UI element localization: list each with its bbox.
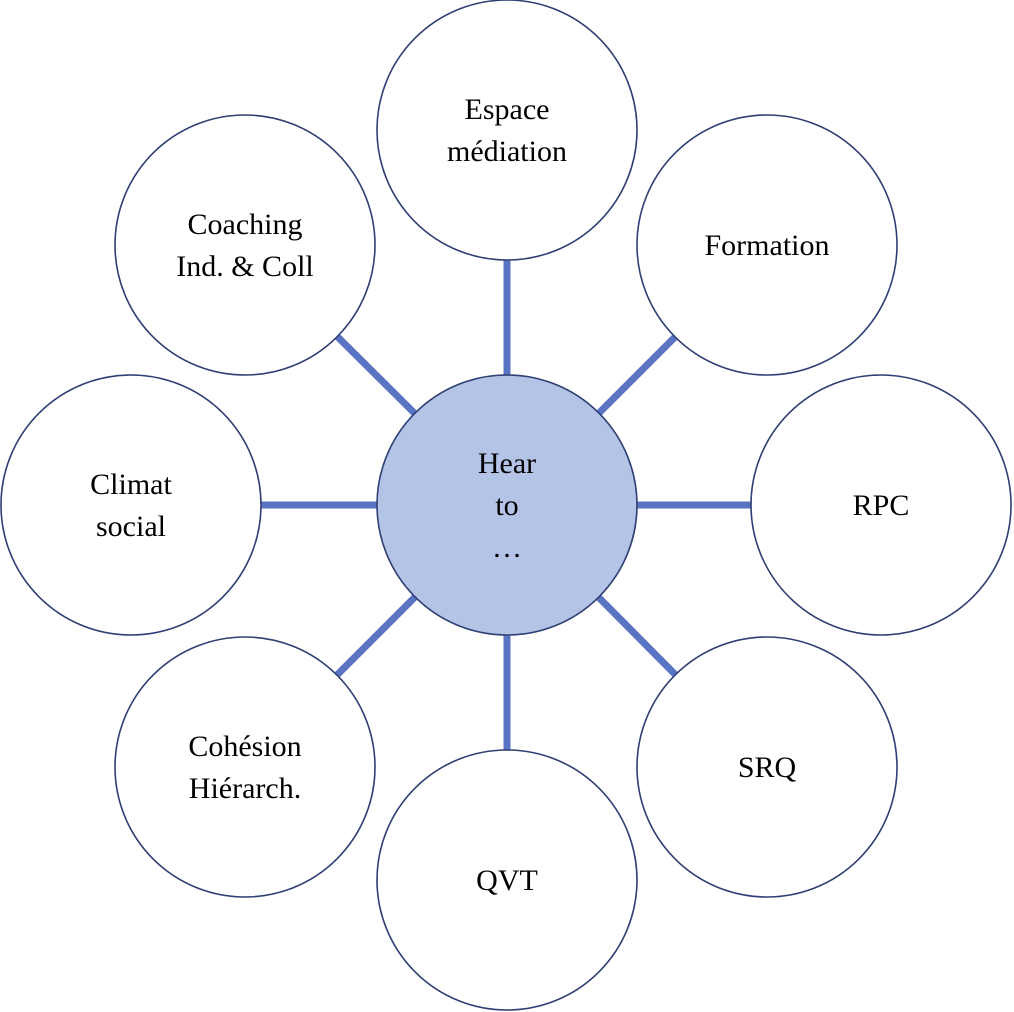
- center-circle: [376, 374, 638, 636]
- center-label-line-2: to: [495, 489, 518, 522]
- center-label-line-3: …: [492, 531, 522, 564]
- connector-cohesion-hierarch: [333, 593, 419, 679]
- node-circle-qvt: [376, 749, 638, 1011]
- node-label-espace-mediation-line-2: médiation: [447, 135, 567, 168]
- center-label-line-1: Hear: [478, 447, 536, 480]
- node-label-cohesion-hierarch-line-1: Cohésion: [188, 730, 301, 763]
- node-label-rpc-line-1: RPC: [853, 489, 910, 522]
- node-circle-espace-mediation: [376, 0, 638, 261]
- node-label-formation-line-1: Formation: [705, 229, 830, 262]
- node-qvt: QVT: [376, 749, 638, 1011]
- node-label-climat-social-line-1: Climat: [90, 468, 172, 501]
- node-rpc: RPC: [750, 374, 1012, 636]
- node-label-climat-social-line-2: social: [96, 510, 166, 543]
- node-srq: SRQ: [636, 636, 898, 898]
- node-label-espace-mediation-line-1: Espace: [465, 93, 550, 126]
- connector-formation: [595, 333, 679, 417]
- node-circle-coaching: [114, 114, 376, 376]
- node-formation: Formation: [636, 114, 898, 376]
- node-espace-mediation: Espace médiation: [376, 0, 638, 261]
- connector-srq: [594, 593, 680, 679]
- node-label-coaching-line-1: Coaching: [188, 208, 303, 241]
- node-circle-srq: [636, 636, 898, 898]
- node-circle-formation: [636, 114, 898, 376]
- node-circle-rpc: [750, 374, 1012, 636]
- node-label-cohesion-hierarch-line-2: Hiérarch.: [189, 772, 301, 805]
- node-circle-cohesion-hierarch: [114, 636, 376, 898]
- center-node: Hear to …: [376, 374, 638, 636]
- node-label-qvt-line-1: QVT: [476, 864, 538, 897]
- connectors: [259, 258, 753, 752]
- node-climat-social: Climat social: [0, 374, 262, 636]
- node-label-coaching-line-2: Ind. & Coll: [176, 250, 314, 283]
- node-label-srq-line-1: SRQ: [738, 751, 797, 784]
- connector-coaching: [333, 332, 419, 418]
- node-circle-climat-social: [0, 374, 262, 636]
